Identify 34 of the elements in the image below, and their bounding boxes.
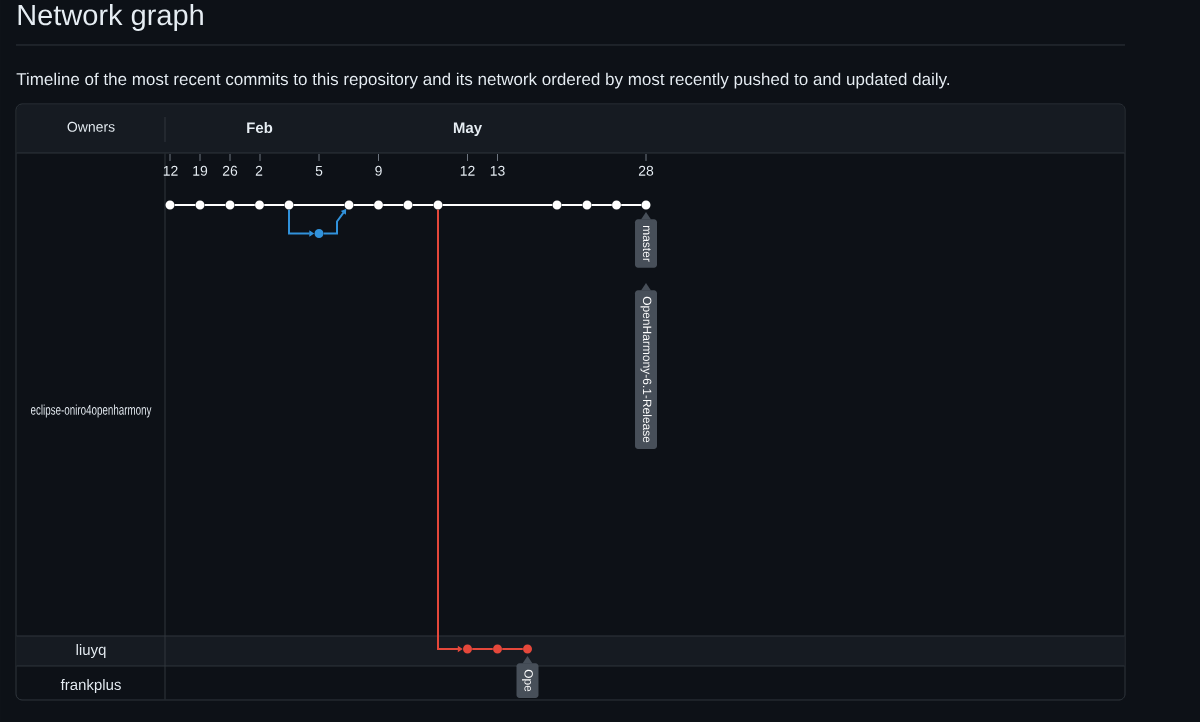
date-label: 9 xyxy=(375,165,382,176)
branch-tag: master xyxy=(635,212,657,268)
month-label: Feb xyxy=(247,122,273,134)
graph-line xyxy=(263,204,286,206)
graph-line xyxy=(471,648,494,650)
graph-line xyxy=(411,204,435,206)
date-label: 12 xyxy=(163,165,178,176)
graph-line xyxy=(352,204,375,206)
date-label: 2 xyxy=(255,165,263,176)
graph-line xyxy=(560,204,584,206)
date-label: 5 xyxy=(315,166,323,176)
date-label: 26 xyxy=(222,165,238,176)
owner-name: frankplus xyxy=(60,679,121,693)
date-label: 28 xyxy=(638,165,654,176)
graph-line xyxy=(590,204,613,206)
date-label: 12 xyxy=(460,165,475,176)
owner-name: eclipse-oniro4openharmony xyxy=(30,404,152,418)
month-label: May xyxy=(453,122,482,136)
graph-line xyxy=(292,204,346,206)
graph-line xyxy=(441,204,554,206)
graph-line xyxy=(620,204,643,206)
column-header: Owners xyxy=(67,121,115,132)
graph-line xyxy=(382,204,405,206)
graph-line xyxy=(501,648,524,650)
date-label: 13 xyxy=(490,165,505,176)
date-label: 19 xyxy=(193,165,208,176)
owner-name: liuyq xyxy=(76,644,106,658)
branch-tag: Ope xyxy=(516,656,539,698)
graph-line xyxy=(233,204,256,206)
description-text: Timeline of the most recent commits to this repository and its network ordered by most recently pushed to and updated daily. xyxy=(16,72,950,89)
page-title: Network graph xyxy=(18,4,203,31)
branch-tag: OpenHarmony-6.1-Release xyxy=(635,283,657,449)
graph-line xyxy=(203,204,227,206)
graph-line xyxy=(173,204,197,206)
